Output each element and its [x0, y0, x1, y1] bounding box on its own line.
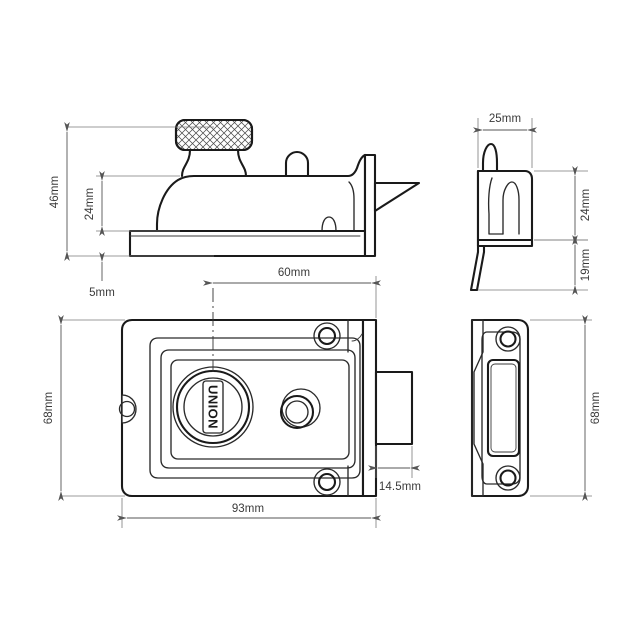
keep-side-body: [469, 142, 534, 292]
screw-hole-top: [495, 326, 521, 352]
dimension-label-24mm-case: 24mm: [84, 188, 96, 220]
latch-bolt-wedge: [373, 181, 421, 213]
latch-bolt-block: [374, 370, 414, 446]
snib-button: [279, 388, 321, 430]
view-keep-side-elevation: 25mm 24mm 19mm: [469, 113, 592, 295]
dimension-46mm: 46mm: [49, 122, 214, 261]
lock-case-side-body: [155, 153, 367, 233]
dimension-label-19mm: 19mm: [580, 249, 592, 281]
dimension-60mm: 60mm: [203, 267, 381, 318]
dimension-14-5mm: 14.5mm: [368, 446, 421, 493]
lock-backplate-side: [128, 229, 367, 258]
fixing-screw-top: [313, 322, 341, 350]
dimension-19mm: 19mm: [478, 235, 592, 295]
cylinder-brand-label: UNION: [206, 385, 221, 429]
dimension-label-68mm-case: 68mm: [43, 392, 55, 424]
dimension-68mm-keep: 68mm: [530, 315, 602, 501]
dimension-25mm: 25mm: [473, 113, 537, 168]
view-keep-front-elevation: 68mm: [470, 315, 602, 501]
dimension-label-46mm: 46mm: [49, 176, 61, 208]
dimension-93mm: 93mm: [117, 498, 381, 528]
dimension-label-5mm: 5mm: [89, 287, 115, 299]
faceplate-strip: [363, 153, 377, 258]
dimension-label-14-5mm: 14.5mm: [379, 481, 421, 493]
screw-hole-bottom: [495, 465, 521, 491]
key-cylinder: UNION: [172, 366, 254, 448]
dimension-24mm-case: 24mm: [84, 171, 180, 236]
keep-front-body: [470, 318, 530, 498]
dimension-label-68mm-keep: 68mm: [590, 392, 602, 424]
dimension-label-60mm: 60mm: [278, 267, 310, 279]
view-lock-side-elevation: 46mm 24mm 5mm: [49, 118, 421, 299]
cylinder-brand-plug: UNION: [202, 380, 224, 434]
fixing-screw-bottom: [313, 468, 341, 496]
dimension-label-24mm-keep: 24mm: [580, 189, 592, 221]
dimension-label-93mm: 93mm: [232, 503, 264, 515]
pivot-hole: [118, 394, 137, 424]
keep-aperture: [486, 358, 521, 458]
knurled-knob: [174, 118, 254, 178]
dimension-68mm-case: 68mm: [43, 315, 125, 501]
dimension-label-25mm: 25mm: [489, 113, 521, 125]
view-lock-front-elevation: UNION 60mm: [43, 267, 421, 528]
dimension-5mm: 5mm: [89, 252, 115, 299]
